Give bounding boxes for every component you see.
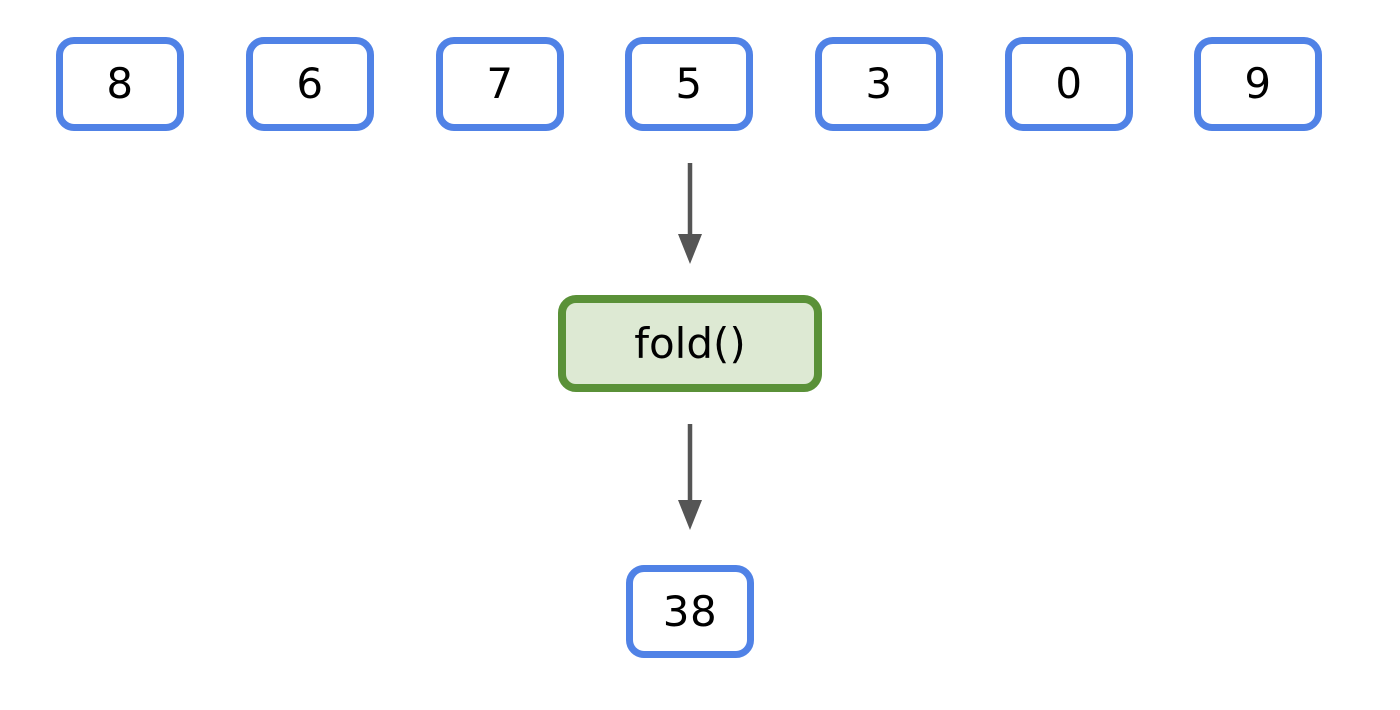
operator-node-label: fold()	[634, 318, 746, 368]
value-box-1[interactable]: 6	[246, 37, 374, 131]
result-box-label: 38	[662, 586, 718, 636]
input-collection: 8 6 7 5 3 0 9	[56, 37, 1322, 131]
value-box-label: 0	[1055, 59, 1083, 108]
value-box-6[interactable]: 9	[1194, 37, 1322, 131]
arrow-input-to-operator	[678, 163, 702, 264]
value-box-4[interactable]: 3	[815, 37, 943, 131]
operator-node-fold[interactable]: fold()	[558, 295, 822, 392]
value-box-label: 6	[296, 59, 324, 108]
value-box-0[interactable]: 8	[56, 37, 184, 131]
value-box-label: 7	[486, 59, 514, 108]
value-box-3[interactable]: 5	[625, 37, 753, 131]
value-box-label: 5	[675, 59, 703, 108]
value-box-label: 3	[865, 59, 893, 108]
value-box-2[interactable]: 7	[436, 37, 564, 131]
arrow-operator-to-result	[678, 424, 702, 530]
value-box-5[interactable]: 0	[1005, 37, 1133, 131]
value-box-label: 8	[106, 59, 134, 108]
value-box-label: 9	[1244, 59, 1272, 108]
result-box[interactable]: 38	[626, 565, 754, 658]
